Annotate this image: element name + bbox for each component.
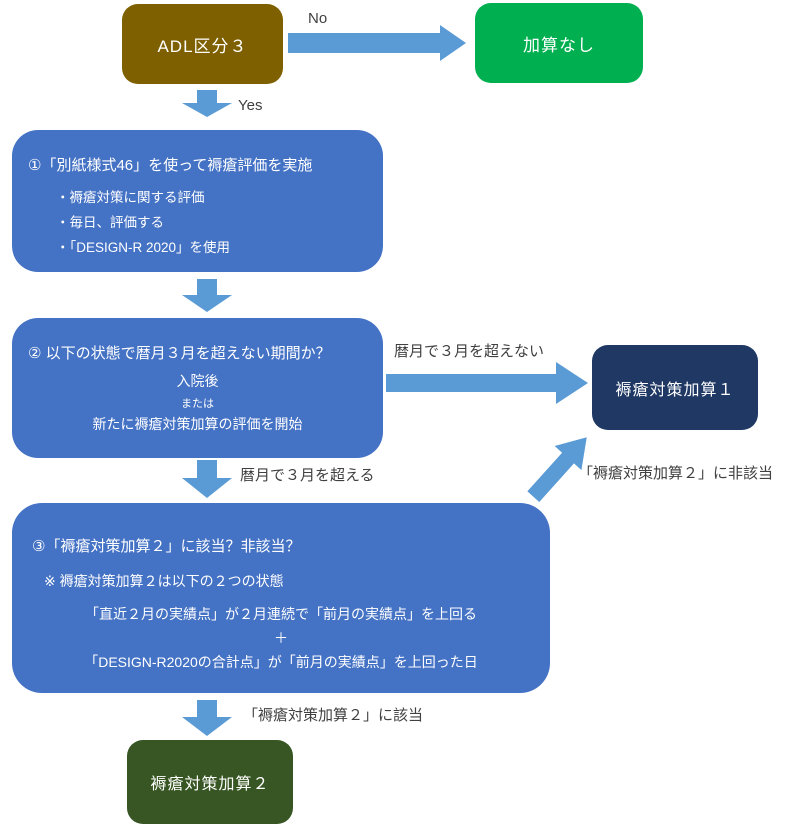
node-no-addition: 加算なし bbox=[475, 3, 643, 83]
step2-title: ② 以下の状態で暦月３月を超えない期間か？ bbox=[28, 345, 331, 362]
node-addition1-label: 褥瘡対策加算１ bbox=[615, 381, 735, 399]
arrow-eligible-down-icon bbox=[182, 700, 232, 736]
step3-condition-2: 「DESIGN-R2020の合計点」が「前月の実績点」を上回った日 bbox=[84, 654, 478, 670]
edge-label-over-3-months: 暦月で３月を超える bbox=[240, 467, 375, 484]
edge-label-not-eligible-2: 「褥瘡対策加算２」に非該当 bbox=[578, 465, 774, 482]
edge-label-within-3-months: 暦月で３月を超えない bbox=[394, 343, 545, 360]
node-adl-label: ADL区分３ bbox=[157, 36, 248, 56]
node-adl-kubun3: ADL区分３ bbox=[122, 4, 283, 84]
step3-note: ※ 褥瘡対策加算２は以下の２つの状態 bbox=[44, 573, 284, 589]
node-step3-eligibility-check: ③「褥瘡対策加算２」に該当？非該当？ ※ 褥瘡対策加算２は以下の２つの状態 「直… bbox=[12, 503, 550, 693]
edge-label-eligible-2: 「褥瘡対策加算２」に該当 bbox=[243, 707, 424, 724]
step3-plus: ＋ bbox=[274, 630, 288, 646]
step2-line-2: または bbox=[181, 398, 214, 410]
arrow-step1-step2-down-icon bbox=[182, 279, 232, 312]
arrow-over3-down-icon bbox=[182, 460, 232, 498]
arrow-no-right-icon bbox=[288, 25, 466, 61]
node-no-addition-label: 加算なし bbox=[523, 35, 595, 55]
step1-bullet-list: ・褥瘡対策に関する評価 ・毎日、評価する ・「DESIGN-R 2020」を使用 bbox=[56, 185, 373, 260]
node-step1-evaluation: ①「別紙様式46」を使って褥瘡評価を実施 ・褥瘡対策に関する評価 ・毎日、評価す… bbox=[12, 130, 383, 272]
node-addition2: 褥瘡対策加算２ bbox=[127, 740, 293, 824]
step1-title: ①「別紙様式46」を使って褥瘡評価を実施 bbox=[28, 157, 313, 174]
step1-bullet-3: ・「DESIGN-R 2020」を使用 bbox=[56, 240, 231, 255]
step3-title: ③「褥瘡対策加算２」に該当？非該当？ bbox=[32, 538, 301, 555]
step1-bullet-1: ・褥瘡対策に関する評価 bbox=[56, 190, 205, 205]
step3-condition-1: 「直近２月の実績点」が２月連続で「前月の実績点」を上回る bbox=[85, 606, 477, 622]
arrow-not-eligible-diagonal-icon bbox=[527, 437, 587, 503]
step2-line-3: 新たに褥瘡対策加算の評価を開始 bbox=[92, 416, 303, 432]
arrow-yes-down-icon bbox=[182, 90, 232, 117]
step1-bullet-2: ・毎日、評価する bbox=[56, 215, 164, 230]
node-step2-period-check: ② 以下の状態で暦月３月を超えない期間か？ 入院後 または 新たに褥瘡対策加算の… bbox=[12, 318, 383, 458]
arrow-within3-right-icon bbox=[386, 362, 588, 404]
step2-line-1: 入院後 bbox=[176, 373, 219, 389]
edge-label-no: No bbox=[308, 10, 328, 27]
node-addition2-label: 褥瘡対策加算２ bbox=[150, 776, 270, 793]
node-addition1: 褥瘡対策加算１ bbox=[592, 345, 758, 430]
edge-label-yes: Yes bbox=[238, 97, 263, 114]
